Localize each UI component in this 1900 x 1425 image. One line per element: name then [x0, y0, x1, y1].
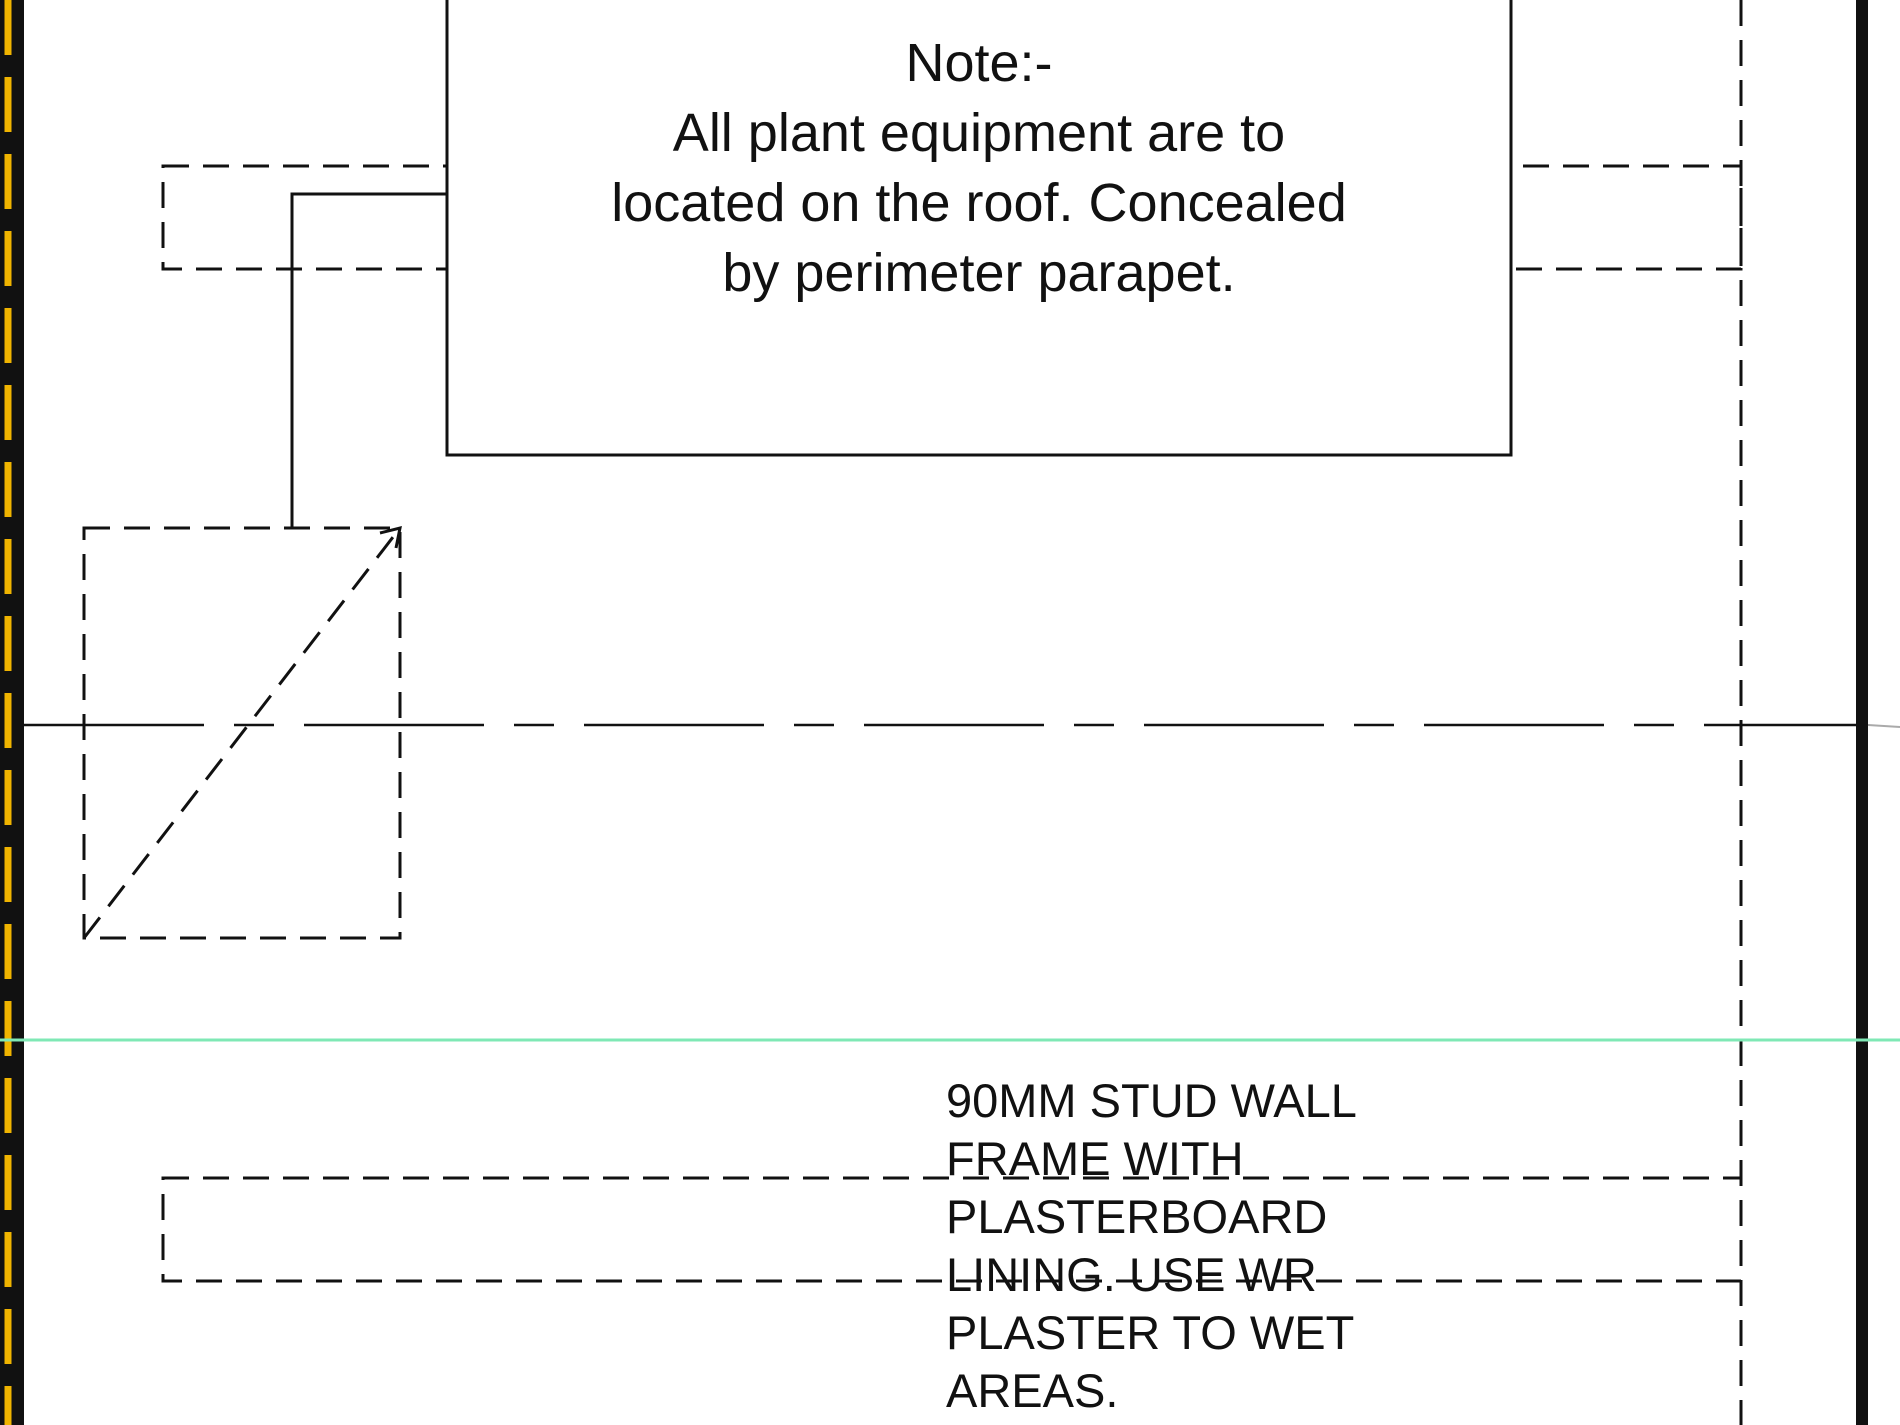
plant-equipment-box: [82, 526, 402, 940]
note-heading: Note:-: [905, 33, 1053, 93]
note-line: located on the roof. Concealed: [611, 173, 1347, 233]
centerline-extension: [1867, 724, 1900, 728]
spec-line: PLASTERBOARD: [946, 1190, 1328, 1243]
leader-line: [290, 192, 447, 528]
spec-line: PLASTER TO WET: [946, 1306, 1355, 1359]
right-border: [1856, 0, 1868, 1425]
spec-line: LINING. USE WR: [946, 1248, 1317, 1301]
spec-line: FRAME WITH: [946, 1132, 1244, 1185]
note-box: [445, 0, 1513, 457]
plant-note: Note:- All plant equipment are to locate…: [447, 28, 1511, 308]
note-line: by perimeter parapet.: [722, 243, 1236, 303]
plant-box-diagonal: [82, 527, 402, 939]
left-border: [0, 0, 24, 1425]
note-line: All plant equipment are to: [672, 103, 1286, 163]
spec-line: 90MM STUD WALL: [946, 1074, 1357, 1127]
spec-line: AREAS.: [946, 1364, 1119, 1417]
diagonal-arrow-tip: [379, 525, 402, 549]
wall-spec-note: 90MM STUD WALL FRAME WITH PLASTERBOARD L…: [946, 1072, 1357, 1420]
